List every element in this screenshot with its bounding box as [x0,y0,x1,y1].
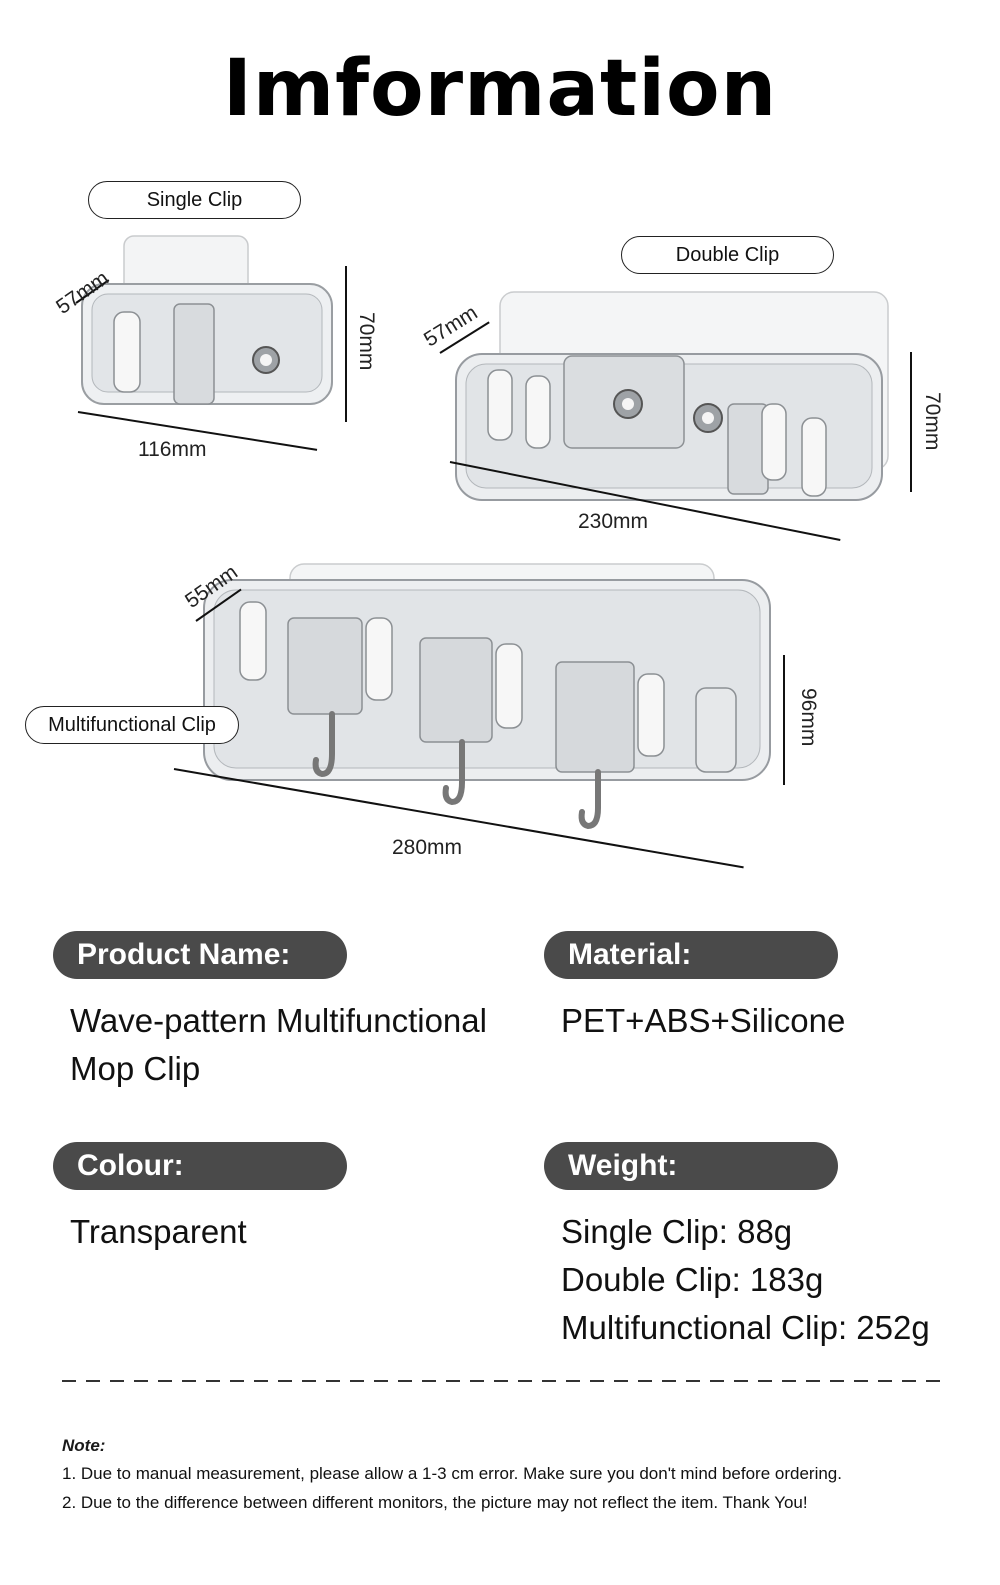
note-line-2: 2. Due to the difference between differe… [62,1493,808,1512]
material-value: PET+ABS+Silicone [561,1002,846,1039]
weight-double: Double Clip: 183g [561,1261,824,1298]
weight-label: Weight: [544,1142,838,1190]
note-line-1: 1. Due to manual measurement, please all… [62,1464,842,1483]
double-clip-label: Double Clip [621,236,834,274]
single-clip-label: Single Clip [88,181,301,219]
dashed-divider [62,1380,942,1382]
double-height-dim: 70mm [921,392,944,451]
weight-multifunctional: Multifunctional Clip: 252g [561,1309,930,1346]
single-clip-illustration [81,235,333,405]
single-height-line [345,266,347,422]
colour-value: Transparent [70,1213,247,1250]
multifunctional-clip-illustration [203,563,771,830]
double-clip-illustration [455,291,889,501]
colour-label: Colour: [53,1142,347,1190]
product-name-line-1: Wave-pattern Multifunctional [70,1002,487,1039]
multi-width-dim: 280mm [392,836,463,859]
multi-height-dim: 96mm [797,688,820,747]
material-label: Material: [544,931,838,979]
weight-single: Single Clip: 88g [561,1213,793,1250]
note-title: Note: [62,1436,106,1455]
double-width-dim: 230mm [578,510,649,533]
product-name-line-2: Mop Clip [70,1050,201,1087]
single-height-dim: 70mm [355,312,378,371]
single-width-dim: 116mm [138,438,207,461]
multi-height-line [783,655,785,785]
product-name-label: Product Name: [53,931,347,979]
multifunctional-clip-label: Multifunctional Clip [25,706,239,744]
double-height-line [910,352,912,492]
page-title: Imformation [222,44,778,134]
